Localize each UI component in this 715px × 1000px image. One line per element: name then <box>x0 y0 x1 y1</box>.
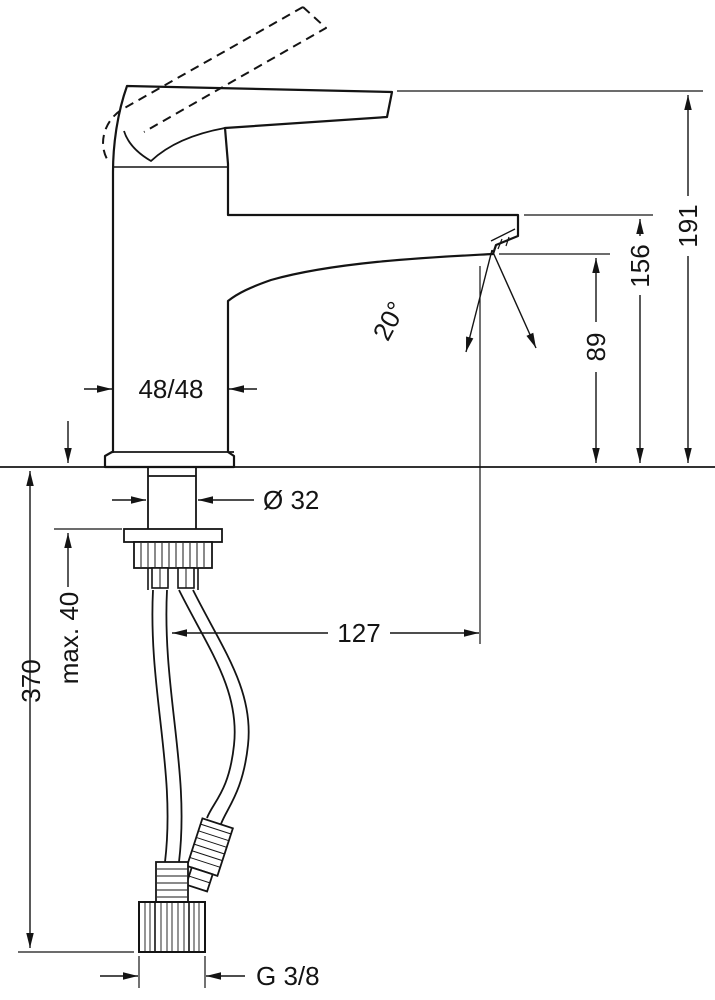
supply-hose-right <box>178 589 250 825</box>
hex-facet-lines <box>154 902 190 952</box>
connector-threads <box>157 868 187 898</box>
dimension-label-outlet-height: 89 <box>581 333 611 362</box>
mounting-assembly <box>123 467 223 590</box>
dimension-label-connection-thread: G 3/8 <box>256 961 320 991</box>
hex-nut-hatch <box>144 902 200 952</box>
dimension-spout-reach: 127 <box>172 266 481 648</box>
supply-hose-left <box>151 589 183 863</box>
dimension-spout-top-height: 156 <box>524 214 655 463</box>
threaded-shank <box>147 467 197 529</box>
mounting-nut <box>133 541 213 569</box>
dimension-label-spout-top-height: 156 <box>625 244 655 287</box>
raised-lever-dashed-outline <box>102 6 327 160</box>
bracket-sides <box>147 568 199 590</box>
dimension-label-body-width: 48/48 <box>138 374 203 404</box>
aerator-ticks <box>497 236 510 250</box>
dimension-total-height: 191 <box>397 90 703 463</box>
dimension-label-hose-length: 370 <box>16 659 46 702</box>
hose-end-connector <box>185 817 235 893</box>
faucet-silhouette <box>103 84 520 469</box>
bottom-connector <box>138 861 206 953</box>
faucet-outline <box>103 84 520 469</box>
mounting-washer <box>123 528 223 543</box>
dimension-outlet-height: 89 <box>499 253 611 463</box>
dimension-label-spout-reach: 127 <box>337 618 380 648</box>
dimension-body-width: 48/48 <box>84 374 257 404</box>
dimension-connection-thread: G 3/8 <box>100 956 320 991</box>
dimension-label-jet-angle: 20° <box>367 296 412 345</box>
dimension-hole-diameter: Ø 32 <box>112 485 319 515</box>
dimension-hose-length: 370 <box>16 471 134 953</box>
hose-fitting-lines <box>159 568 187 588</box>
supply-hoses <box>151 589 250 893</box>
connector-collar <box>155 861 189 903</box>
dimension-label-max-counter-thickness: max. 40 <box>54 592 84 685</box>
dimension-max-counter-thickness: max. 40 <box>54 421 122 684</box>
handle-dome-line <box>123 127 226 162</box>
aerator-face-line <box>490 228 516 242</box>
dimension-label-hole-diameter: Ø 32 <box>263 485 319 515</box>
mounting-nut-hatch <box>140 543 205 567</box>
annotation-jet-angle: 20° <box>367 249 537 353</box>
dimension-label-total-height: 191 <box>673 204 703 247</box>
